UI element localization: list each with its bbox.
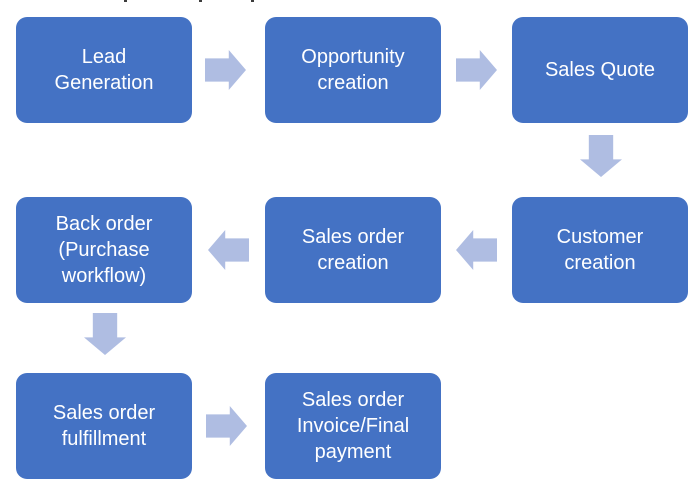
node-label: Customer creation: [556, 226, 644, 274]
node-label: Sales order Invoice/Final payment: [296, 389, 410, 463]
arrow-right-icon: [206, 406, 247, 446]
flow-node-opportunity-creation: Opportunity creation: [265, 17, 441, 123]
arrow-down-icon: [580, 135, 622, 177]
node-label: Opportunity creation: [301, 46, 405, 94]
arrow-right-icon: [456, 50, 497, 90]
node-label: Sales order fulfillment: [52, 402, 156, 450]
cropped-text-artifact: [251, 0, 254, 2]
arrow-right-icon: [205, 50, 246, 90]
flow-node-sales-order-fulfillment: Sales order fulfillment: [16, 373, 192, 479]
flow-node-customer-creation: Customer creation: [512, 197, 688, 303]
flow-node-lead-generation: Lead Generation: [16, 17, 192, 123]
flow-node-sales-order-creation: Sales order creation: [265, 197, 441, 303]
cropped-text-artifact: [199, 0, 202, 2]
cropped-text-artifact: [124, 0, 127, 2]
node-label: Lead Generation: [54, 46, 154, 94]
flow-node-back-order: Back order (Purchase workflow): [16, 197, 192, 303]
node-label: Back order (Purchase workflow): [55, 213, 153, 287]
node-label: Sales Quote: [544, 59, 656, 81]
node-label: Sales order creation: [301, 226, 405, 274]
arrow-left-icon: [456, 230, 497, 270]
flow-node-sales-order-invoice: Sales order Invoice/Final payment: [265, 373, 441, 479]
arrow-down-icon: [84, 313, 126, 355]
arrow-left-icon: [208, 230, 249, 270]
flow-node-sales-quote: Sales Quote: [512, 17, 688, 123]
